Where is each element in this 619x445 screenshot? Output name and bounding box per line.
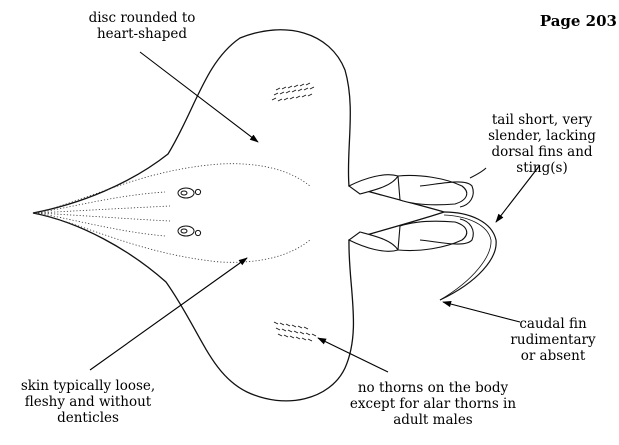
ray-disc-outline bbox=[33, 30, 444, 401]
label-disc-shape: disc rounded to heart-shaped bbox=[52, 10, 232, 42]
label-caudal-fin: caudal fin rudimentary or absent bbox=[498, 316, 608, 364]
label-tail: tail short, very slender, lacking dorsal… bbox=[472, 112, 612, 176]
label-thorns: no thorns on the body except for alar th… bbox=[328, 380, 538, 428]
label-skin: skin typically loose, fleshy and without… bbox=[0, 378, 176, 426]
page-number: Page 203 bbox=[540, 12, 617, 30]
